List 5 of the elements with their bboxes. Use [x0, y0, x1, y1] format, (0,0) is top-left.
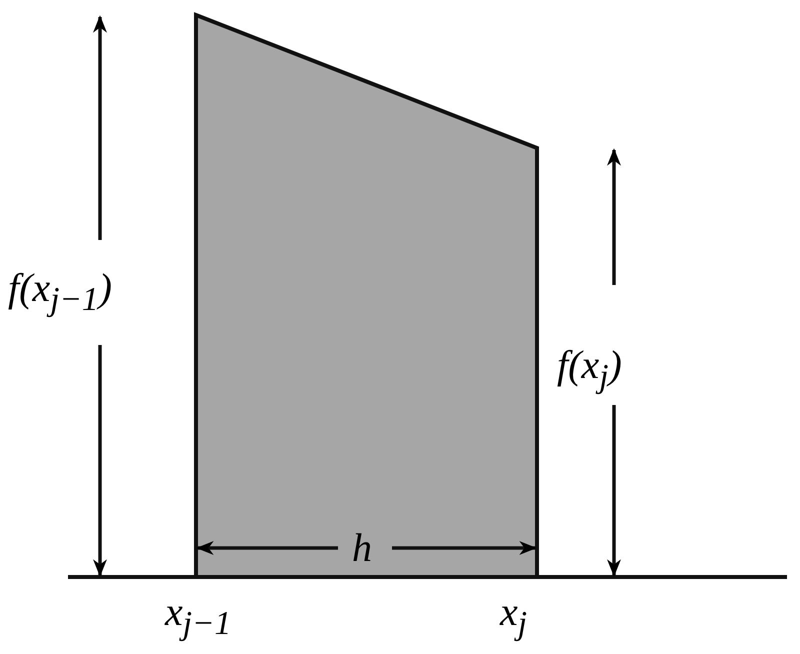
axis-point-label: x$_{j−1}$ [165, 592, 232, 640]
axis-point-label: x$_{j}$ [500, 592, 528, 640]
function-value-label: f(x$_{j−1}$) [8, 268, 112, 316]
width-label: h [352, 528, 372, 568]
function-value-label: f(x$_{j}$) [557, 345, 622, 394]
